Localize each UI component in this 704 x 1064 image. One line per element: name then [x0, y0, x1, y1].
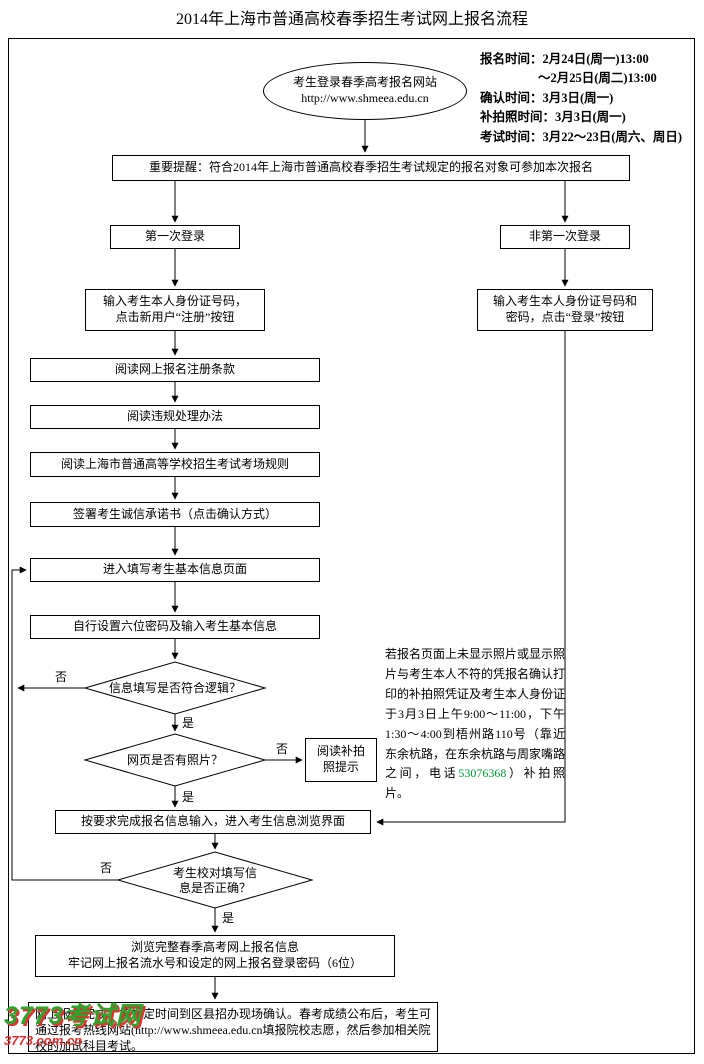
- decision-logic-diamond: [83, 661, 267, 715]
- notice-node: 重要提醒：符合2014年上海市普通高校春季招生考试规定的报名对象可参加本次报名: [112, 155, 630, 181]
- sign-pledge-text: 签署考生诚信承诺书（点击确认方式）: [72, 506, 277, 521]
- register-node: 输入考生本人身份证号码， 点击新用户“注册”按钮: [85, 289, 265, 331]
- set-password-node: 自行设置六位密码及输入考生基本信息: [30, 615, 320, 639]
- end-node-text: 网上报名完成，按规定时间到区县招办现场确认。春考成绩公布后，考生可通过报考热线网…: [35, 1007, 432, 1054]
- enter-info-page-text: 进入填写考生基本信息页面: [102, 562, 247, 577]
- sign-pledge-node: 签署考生诚信承诺书（点击确认方式）: [30, 502, 320, 527]
- decision-check-diamond: [116, 851, 314, 909]
- end-node: 网上报名完成，按规定时间到区县招办现场确认。春考成绩公布后，考生可通过报考热线网…: [28, 1002, 438, 1054]
- login-node: 输入考生本人身份证号码和 密码，点击“登录”按钮: [477, 289, 653, 331]
- login-text: 输入考生本人身份证号码和: [492, 294, 637, 309]
- page-title: 2014年上海市普通高校春季招生考试网上报名流程: [175, 11, 528, 28]
- schedule-line: ～2月25日(周二)13:00: [538, 71, 657, 86]
- schedule-line: 考试时间：3月22～23日(周六、周日): [480, 129, 683, 144]
- read-terms-node: 阅读网上报名注册条款: [30, 358, 320, 382]
- decision-check-text: 考生校对填写信 息是否正确？: [135, 866, 295, 896]
- no-label-photo: 否: [276, 742, 289, 756]
- read-rules-node: 阅读违规处理办法: [30, 405, 320, 429]
- decision-photo-text: 网页是否有照片？: [126, 753, 223, 767]
- not-first-login-text: 非第一次登录: [528, 229, 601, 244]
- notice-text: 重要提醒：符合2014年上海市普通高校春季招生考试规定的报名对象可参加本次报名: [148, 160, 593, 175]
- schedule-info: 报名时间：2月24日(周一)13:00 ～2月25日(周二)13:00 确认时间…: [480, 50, 698, 147]
- start-node-text: 考生登录春季高考报名网站: [292, 75, 437, 90]
- schedule-line: 确认时间：3月3日(周一): [480, 90, 614, 105]
- no-label-logic: 否: [55, 670, 68, 684]
- complete-input-text: 按要求完成报名信息输入，进入考生信息浏览界面: [80, 814, 345, 829]
- flowchart-border: [8, 38, 695, 1054]
- yes-label-check: 是: [222, 911, 235, 925]
- photo-tip-text: 阅读补拍: [316, 744, 365, 759]
- set-password-text: 自行设置六位密码及输入考生基本信息: [72, 619, 277, 634]
- read-rules-text: 阅读违规处理办法: [126, 409, 223, 424]
- register-text: 输入考生本人身份证号码，: [102, 294, 247, 309]
- phone-number: 53076368: [458, 766, 507, 781]
- login-text: 密码，点击“登录”按钮: [505, 310, 625, 324]
- read-terms-text: 阅读网上报名注册条款: [114, 362, 235, 377]
- browse-text: 浏览完整春季高考网上报名信息: [130, 940, 299, 955]
- register-text: 点击新用户“注册”按钮: [115, 310, 235, 324]
- start-node-url: http://www.shmeea.edu.cn: [301, 91, 429, 105]
- photo-retake-note: 若报名页面上未显示照片或显示照片与考生本人不符的凭报名确认打印的补拍照凭证及考生…: [385, 645, 565, 804]
- watermark-site-url: 3773.com.cn: [4, 1033, 83, 1048]
- decision-check-line: 考生校对填写信: [172, 866, 257, 880]
- watermark-site-name: 3773考试网: [4, 1002, 142, 1030]
- yes-label-photo: 是: [182, 790, 195, 804]
- schedule-line: 补拍照时间：3月3日(周一): [480, 110, 626, 125]
- yes-label-logic: 是: [182, 716, 195, 730]
- no-label-check: 否: [100, 861, 113, 875]
- browse-text: 牢记网上报名流水号和设定的网上报名登录密码（6位）: [67, 956, 362, 970]
- decision-check-line: 息是否正确？: [178, 881, 251, 895]
- photo-retake-note-text: 若报名页面上未显示照片或显示照片与考生本人不符的凭报名确认打印的补拍照凭证及考生…: [385, 647, 566, 781]
- schedule-line: 报名时间：2月24日(周一)13:00: [480, 52, 649, 66]
- photo-tip-node: 阅读补拍 照提示: [305, 738, 377, 782]
- not-first-login-node: 非第一次登录: [500, 225, 630, 249]
- first-login-text: 第一次登录: [144, 229, 205, 244]
- decision-logic-text: 信息填写是否符合逻辑？: [108, 681, 241, 695]
- browse-node: 浏览完整春季高考网上报名信息 牢记网上报名流水号和设定的网上报名登录密码（6位）: [35, 935, 395, 977]
- read-exam-rules-text: 阅读上海市普通高等学校招生考试考场规则: [60, 456, 289, 471]
- enter-info-page-node: 进入填写考生基本信息页面: [30, 558, 320, 582]
- watermark: 3773考试网 3773.com.cn: [4, 996, 142, 1048]
- decision-photo-diamond: [83, 733, 267, 787]
- photo-tip-text: 照提示: [322, 760, 359, 774]
- read-exam-rules-node: 阅读上海市普通高等学校招生考试考场规则: [30, 452, 320, 477]
- photo-retake-note-text: ）补拍照片。: [385, 766, 565, 801]
- first-login-node: 第一次登录: [110, 225, 240, 249]
- complete-input-node: 按要求完成报名信息输入，进入考生信息浏览界面: [55, 810, 371, 834]
- start-node: 考生登录春季高考报名网站 http://www.shmeea.edu.cn: [263, 62, 467, 120]
